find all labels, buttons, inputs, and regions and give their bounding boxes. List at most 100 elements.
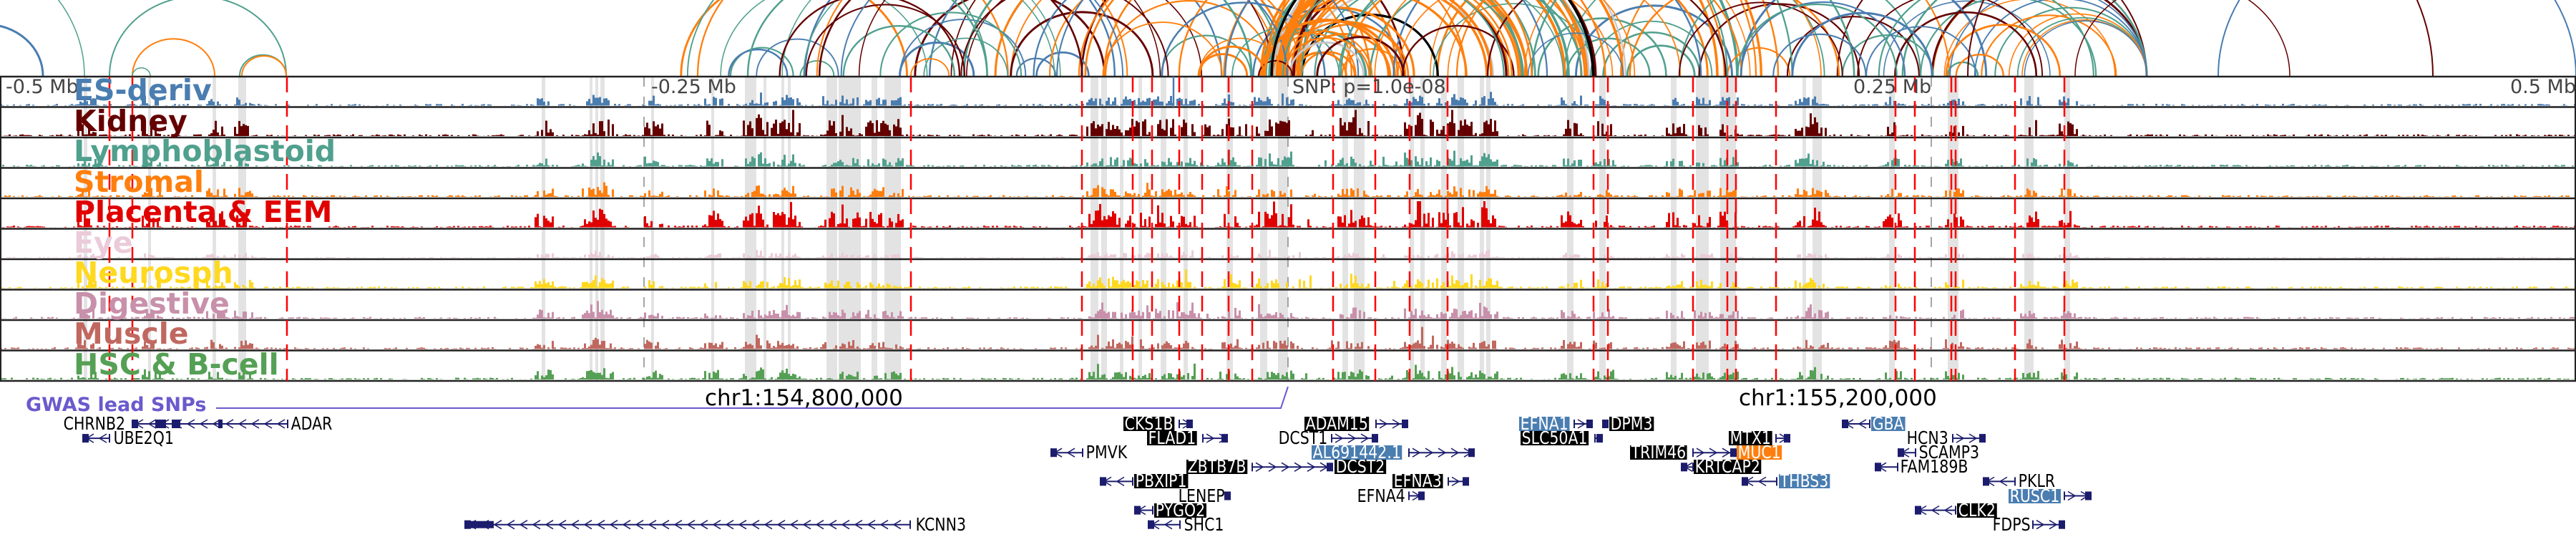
chromatin-loop-arc xyxy=(914,0,1106,77)
gene-model-glyph xyxy=(1952,433,1986,443)
chromatin-loop-arc xyxy=(686,0,988,77)
gene-label: EFNA3 xyxy=(1392,470,1443,492)
gene-model-glyph xyxy=(1050,448,1083,458)
gene-label: KRTCAP2 xyxy=(1694,456,1762,478)
gene-model-glyph xyxy=(1100,476,1133,487)
gene-model-glyph xyxy=(1134,505,1153,516)
chromatin-loop-arc xyxy=(994,0,1289,77)
track-stromal xyxy=(0,182,2576,197)
chromatin-loop-arc xyxy=(1297,0,1528,77)
track-neurosph xyxy=(0,269,2576,289)
chromatin-loop-arc xyxy=(1274,0,1566,77)
signal-coverage xyxy=(0,249,2576,258)
gene-label: PMVK xyxy=(1085,442,1128,463)
axis-label-right: 0.5 Mb xyxy=(2510,76,2576,98)
gene-label: AL691442.1 xyxy=(1312,442,1402,463)
chromatin-loop-arc xyxy=(1084,0,1371,77)
gene-model-glyph xyxy=(82,433,110,443)
chromatin-loop-arc xyxy=(1857,0,2044,77)
chromatin-loop-arc xyxy=(1397,0,1614,77)
chromatin-loop-arc xyxy=(842,24,956,77)
chromatin-loop-arc xyxy=(2218,0,2576,77)
chromatin-loop-arc xyxy=(1010,0,1279,77)
gene-label: DCST1 xyxy=(1278,427,1328,449)
track-digestive xyxy=(0,301,2576,319)
gene-model-glyph xyxy=(1148,520,1181,530)
chromatin-loop-arc xyxy=(1436,0,1709,77)
chromatin-loop-arc xyxy=(1447,0,1682,77)
chromatin-loop-arc xyxy=(756,38,839,77)
chromatin-loop-arc xyxy=(1981,14,2117,77)
gene-label: CKS1B xyxy=(1123,413,1175,434)
chromatin-loop-arc xyxy=(1772,33,1867,77)
chromatin-loop-arc xyxy=(1284,37,1370,77)
chromatin-loop-arc xyxy=(1791,11,1933,77)
chromatin-loop-arc xyxy=(779,0,961,77)
chromatin-loop-arc xyxy=(1865,26,1976,77)
chromatin-loop-arc xyxy=(960,0,1169,77)
gene-label: RUSC1 xyxy=(2009,485,2061,506)
signal-coverage xyxy=(0,269,2576,289)
gene-model-glyph xyxy=(1594,434,1603,443)
chromatin-loop-arc xyxy=(1883,1,2051,77)
gene-model-glyph xyxy=(1775,433,1790,443)
chromatin-loop-arc xyxy=(1010,11,1154,77)
gene-model-glyph xyxy=(1408,490,1425,501)
signal-coverage xyxy=(0,92,2576,106)
chromatin-loop-arc xyxy=(1955,54,2004,77)
signal-coverage xyxy=(0,201,2576,228)
signal-coverage xyxy=(0,110,2576,136)
gene-model-glyph xyxy=(1602,420,1609,428)
track-label: Eye xyxy=(74,225,133,260)
gene-model-glyph xyxy=(1742,476,1777,487)
chromatin-loop-arc xyxy=(1283,0,1606,77)
gene-model-glyph xyxy=(1692,448,1737,458)
axis-label-left: -0.5 Mb xyxy=(6,76,79,98)
gene-model-glyph xyxy=(2032,520,2065,530)
gene-label: CLK2 xyxy=(1957,499,1997,521)
chromatin-loop-arc xyxy=(1263,18,1390,77)
chromatin-loop-arc xyxy=(899,19,1027,77)
chromatin-loop-arc xyxy=(1392,0,1702,77)
track-hsc-b-cell xyxy=(0,363,2576,379)
chromatin-loop-arc xyxy=(1566,37,1651,77)
gene-label: MTX1 xyxy=(1729,427,1772,449)
gene-label: FAM189B xyxy=(1900,456,1968,478)
chromatin-loop-arc xyxy=(1901,0,2148,77)
chromatin-loop-arc xyxy=(1679,0,1921,77)
gene-model-glyph xyxy=(1408,448,1475,458)
gene-label: KCNN3 xyxy=(915,513,966,535)
gene-label: CHRNB2 xyxy=(63,413,126,434)
gene-label: SHC1 xyxy=(1184,513,1224,535)
chromatin-loop-arc xyxy=(1199,45,1266,77)
chromatin-loop-arc xyxy=(720,0,928,77)
snp-threshold-label: SNP: p=1.0e-08 xyxy=(1292,76,1446,98)
track-label: ES-deriv xyxy=(74,73,212,107)
gene-model-glyph xyxy=(1574,419,1593,429)
chromatin-loop-arc xyxy=(1264,0,1589,77)
gene-model-glyph xyxy=(1983,476,2016,487)
chromatin-loop-arc xyxy=(1945,24,2062,77)
chromatin-loop-arc xyxy=(1943,0,2116,77)
gene-model-glyph xyxy=(1224,491,1231,500)
gene-model-glyph xyxy=(1915,505,1956,516)
chromatin-loop-arc xyxy=(1316,36,1405,77)
chromatin-loop-arc xyxy=(910,58,950,77)
chromatin-loop-arc xyxy=(799,60,835,77)
chromatin-loop-arc xyxy=(1878,0,2094,77)
chromatin-loop-arc xyxy=(929,0,1223,77)
gene-label: PYGO2 xyxy=(1154,499,1206,521)
chromatin-loop-arc xyxy=(2074,0,2290,77)
gene-model-glyph xyxy=(1875,462,1898,472)
chromatin-loop-arc xyxy=(1300,51,1356,77)
chromatin-loop-arc xyxy=(1429,0,1751,77)
chromatin-loop-arc xyxy=(1527,32,1624,77)
track-es-deriv xyxy=(0,92,2576,106)
gene-model-glyph xyxy=(1202,433,1228,443)
gene-label: PBXIP1 xyxy=(1134,470,1189,492)
chromatin-loop-arc xyxy=(1288,41,1365,77)
chromatin-loop-arc xyxy=(1836,0,2147,77)
chromatin-loop-arc xyxy=(1270,0,1595,77)
